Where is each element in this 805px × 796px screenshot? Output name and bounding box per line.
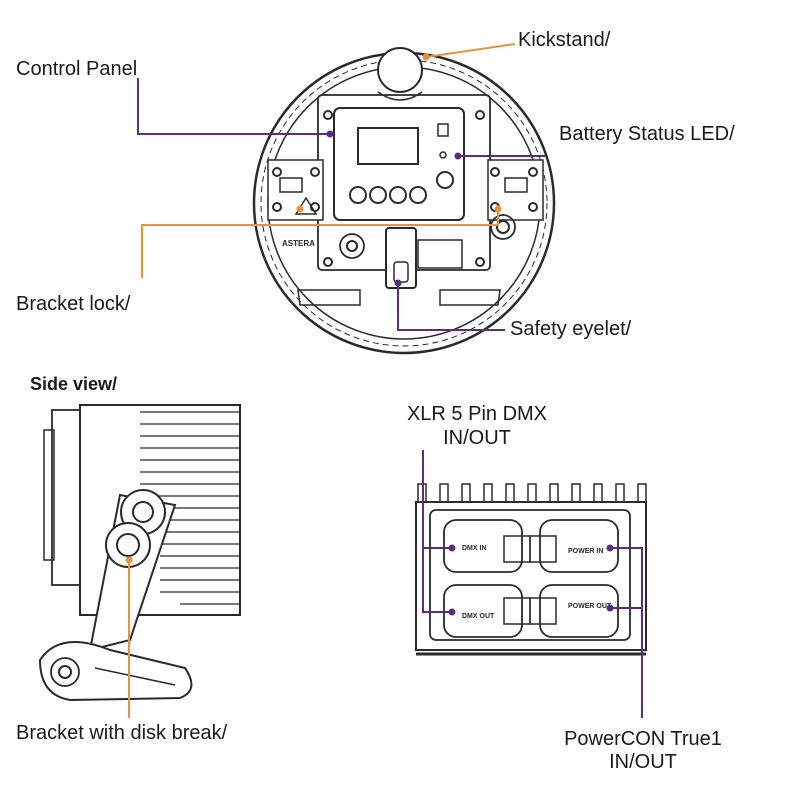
side-view-fixture xyxy=(38,404,241,702)
leader-safety-eyelet xyxy=(397,283,505,331)
label-xlr-line1: XLR 5 Pin DMX xyxy=(406,403,548,425)
dmx-out-port xyxy=(443,584,523,638)
label-powercon-line2: IN/OUT xyxy=(609,751,677,773)
safety-eyelet-bracket xyxy=(385,227,417,289)
battery-led xyxy=(439,151,447,159)
brand-mark: ASTERA xyxy=(282,239,315,248)
kickstand-knob xyxy=(377,47,423,93)
label-powercon-line1: PowerCON True1 xyxy=(564,728,722,750)
front-view-leaders xyxy=(137,43,545,331)
label-battery-status-led: Battery Status LED/ xyxy=(559,123,735,145)
label-kickstand: Kickstand/ xyxy=(518,29,611,51)
label-control-panel: Control Panel xyxy=(16,58,138,80)
dmx-in-text: DMX IN xyxy=(462,545,487,552)
leader-bracket-lock xyxy=(141,209,499,278)
leader-control-panel xyxy=(137,78,330,135)
side-view-leaders xyxy=(125,556,133,718)
label-safety-eyelet: Safety eyelet/ xyxy=(510,318,632,340)
control-panel-display xyxy=(357,127,419,165)
leader-powercon xyxy=(610,547,643,718)
power-in-port xyxy=(539,519,619,573)
power-out-text: POWER OUT xyxy=(568,603,612,610)
power-out-port xyxy=(539,584,619,638)
label-side-view: Side view/ xyxy=(30,374,118,394)
label-bracket-lock: Bracket lock/ xyxy=(16,293,131,315)
connector-leaders xyxy=(422,450,643,718)
leader-kickstand xyxy=(425,43,516,58)
power-in-text: POWER IN xyxy=(568,548,603,555)
label-bracket-disk-break: Bracket with disk break/ xyxy=(16,722,228,744)
dmx-in-port xyxy=(443,519,523,573)
label-xlr-line2: IN/OUT xyxy=(443,427,511,449)
front-view-fixture xyxy=(252,47,556,355)
dmx-out-text: DMX OUT xyxy=(462,613,495,620)
connector-panel xyxy=(415,483,647,656)
